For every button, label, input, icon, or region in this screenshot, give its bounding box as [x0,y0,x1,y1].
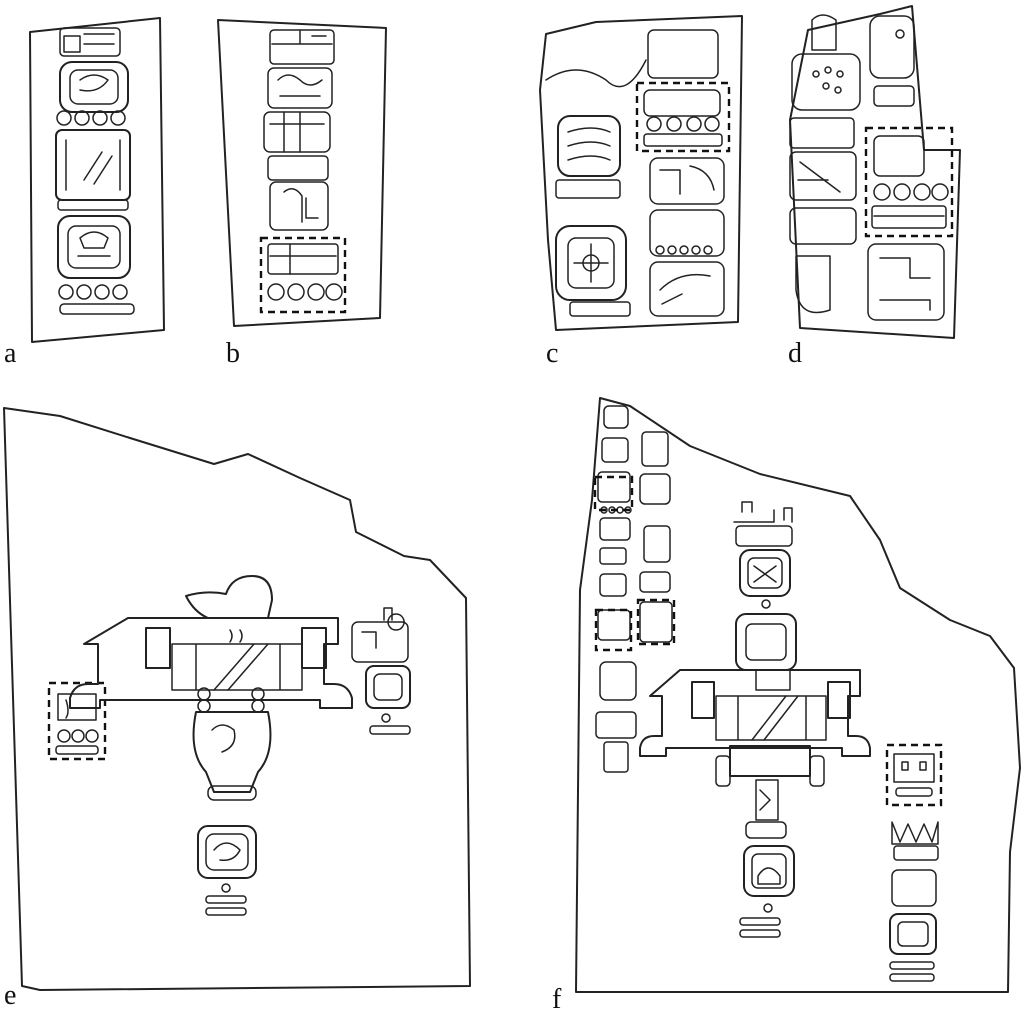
number-dots-c [646,116,720,132]
cartouche-f-1 [739,549,791,597]
stone-outline-b [217,19,387,327]
number-dot-f-1 [761,599,771,609]
glyph-c-4 [649,261,725,317]
stone-outline-c [539,15,743,331]
highlight-box-f-4 [885,743,943,807]
number-bar-f-1 [739,917,781,926]
cartouche-c-1 [557,115,621,177]
glyph-e-1 [351,621,409,663]
highlight-box-e [47,681,107,761]
panel-label-d: d [788,338,802,369]
panel-label-e: e [4,980,16,1011]
panel-label-f: f [552,984,562,1015]
cartouche-e-1 [365,665,411,709]
cartouche-c-2 [555,225,627,301]
cartouche-a-2 [57,215,131,279]
glyph-c-3 [649,209,725,257]
number-bar-f-4 [889,973,935,982]
stone-outline-a [29,17,165,343]
glyph-f-2 [891,869,937,907]
main-glyph-f [639,501,871,938]
stone-outline-e [3,407,471,991]
glyph-b-5 [269,181,329,231]
panel-label-a: a [4,338,17,369]
glyph-a-top [59,27,121,57]
number-bar-f-3 [889,961,935,970]
panel-e: e [3,407,471,1011]
panel-c: c [539,15,743,369]
number-bar-e-1 [369,725,411,735]
highlight-box-f-2 [594,608,633,652]
cartouche-e-2 [197,825,257,879]
number-dot-e-1 [381,713,391,723]
glyph-c-2 [649,157,725,205]
glyph-d-1 [791,53,861,111]
highlight-box-f-3 [636,598,676,646]
glyph-d-2 [789,117,855,149]
glyph-b-4 [267,155,329,181]
panel-label-c: c [546,338,558,369]
number-dots-a-1 [56,110,126,126]
glyph-b-1 [269,29,335,65]
cartouche-f-2 [743,845,795,897]
highlight-box-b [259,236,347,314]
panel-a: a [4,17,165,369]
highlight-box-c [635,81,731,153]
glyph-b-3 [263,111,331,153]
number-dot-e-2 [221,883,231,893]
number-dots-b [267,283,343,301]
glyph-column-f-2 [639,431,673,643]
number-bar-e-3 [205,907,247,916]
cartouche-f-3 [889,913,937,955]
glyph-f-crown [891,821,939,845]
glyph-d-6 [867,243,945,321]
panel-b: b [217,19,387,369]
number-bar-a [59,303,135,315]
stone-outline-f [575,397,1021,993]
glyph-d-4 [789,207,857,245]
stone-outline-d [789,5,961,339]
number-dots-a-2 [58,284,128,300]
glyph-column-f-1 [595,405,637,773]
number-dots-d [873,183,949,201]
number-bar-f-2 [739,929,781,938]
number-bar-e-2 [205,895,247,904]
highlight-box-f-1 [593,475,634,512]
glyph-b-2 [267,67,333,109]
glyph-c-1 [647,29,719,79]
highlight-box-d [864,126,954,238]
number-dots-e [57,729,99,743]
panel-f: f [552,397,1021,1015]
main-glyph-e [69,575,353,801]
number-dot-f-2 [763,903,773,913]
cartouche-a-1 [59,61,129,113]
panel-d: d [788,5,961,369]
glyph-d-3 [789,151,857,201]
panel-label-b: b [226,338,240,369]
glyph-d-5 [869,15,915,79]
